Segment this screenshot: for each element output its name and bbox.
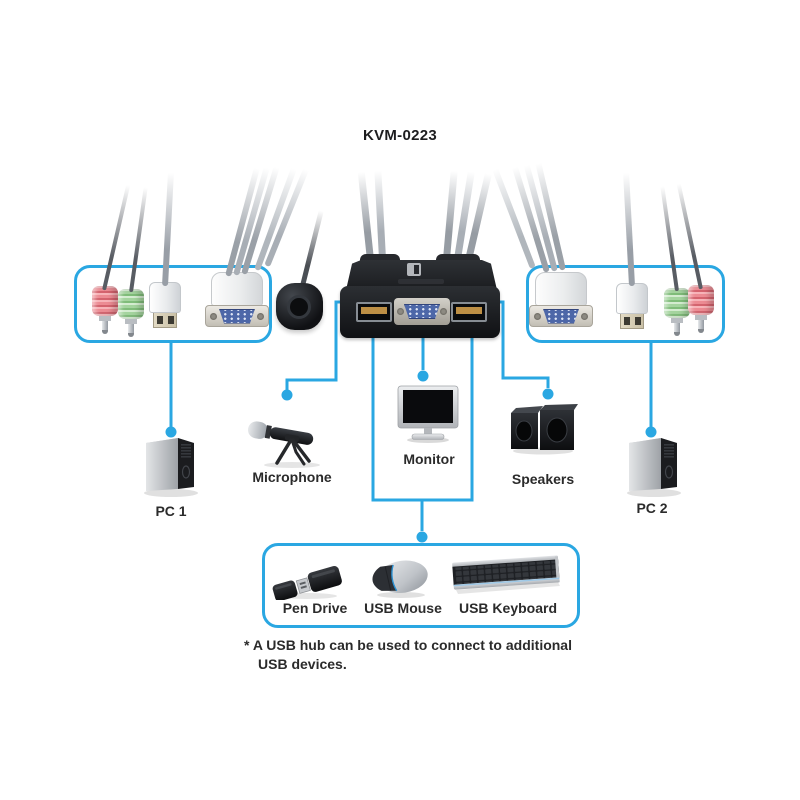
audio-plug-pink-left	[92, 286, 118, 334]
usb-peripherals-box	[262, 543, 580, 628]
speakers-icon	[511, 404, 578, 455]
usb-contact	[623, 317, 630, 325]
footnote-line-2: USB devices.	[258, 656, 347, 672]
usb-keyboard-icon	[452, 555, 560, 594]
usb-plug-left	[149, 282, 181, 328]
usb-contact	[634, 317, 641, 325]
kvm-top-face	[346, 260, 497, 290]
audio-plug-tip	[674, 332, 680, 336]
audio-plug-neck	[695, 315, 707, 320]
monitor-icon	[397, 385, 459, 443]
audio-plug-pin	[698, 320, 704, 329]
vga-plug-left	[205, 272, 269, 328]
dot-usb-peripherals	[416, 531, 428, 543]
usb-plug-metal	[153, 313, 177, 328]
pc2-cable-group-box	[526, 265, 725, 343]
pc2-label: PC 2	[636, 500, 668, 516]
kvm-vga-port	[394, 298, 450, 325]
audio-plug-neck	[671, 318, 683, 323]
usb-contact	[167, 316, 174, 324]
usb-mouse-icon	[372, 560, 428, 598]
usb-contact	[156, 316, 163, 324]
usb-plug-metal	[620, 314, 644, 329]
remote-cable	[299, 206, 325, 291]
audio-plug-green-right	[664, 288, 690, 336]
remote-switch-button	[276, 283, 323, 330]
audio-plug-pin	[102, 321, 108, 330]
vga-screw	[397, 308, 404, 315]
vga-screw	[210, 312, 217, 320]
microphone-icon	[247, 421, 320, 468]
usb-hub-footnote: * A USB hub can be used to connect to ad…	[244, 636, 594, 674]
kvm-cable-1	[357, 168, 374, 261]
monitor-label: Monitor	[403, 451, 455, 467]
pc1-label: PC 1	[155, 503, 187, 519]
pen-drive-icon	[272, 566, 342, 600]
brand-logo-icon	[407, 263, 421, 276]
usb-mouse-label: USB Mouse	[364, 600, 442, 616]
audio-plug-neck	[99, 316, 111, 321]
kvm-usb-port-right	[451, 302, 487, 322]
audio-plug-green-left	[118, 289, 144, 337]
usb-port-tongue	[456, 307, 482, 314]
footnote-line-1: * A USB hub can be used to connect to ad…	[244, 637, 572, 653]
pc1-cable-group-box	[74, 265, 272, 343]
kvm-cable-2	[374, 166, 386, 260]
audio-plug-tip	[698, 329, 704, 333]
audio-plug-tip	[128, 333, 134, 337]
vga-screw	[581, 312, 588, 320]
audio-plug-tip	[102, 330, 108, 334]
audio-plug-pink-right	[688, 285, 714, 333]
pc1-icon	[144, 438, 198, 497]
vga-hood	[535, 272, 587, 306]
kvm-switch	[338, 252, 505, 338]
brand-logo-notch	[414, 265, 419, 274]
vga-plug-right	[529, 272, 593, 328]
audio-plug-pin	[674, 323, 680, 332]
dot-monitor	[417, 370, 429, 382]
audio-plug-neck	[125, 319, 137, 324]
usb-plug-body	[149, 282, 181, 313]
audio-plug-body	[118, 289, 144, 319]
kvm-front-panel	[340, 286, 500, 338]
pc2-icon	[627, 438, 681, 497]
dot-speakers	[542, 388, 554, 400]
audio-plug-body	[688, 285, 714, 315]
audio-plug-body	[92, 286, 118, 316]
vga-screw	[257, 312, 264, 320]
vga-screw	[440, 308, 447, 315]
usb-keyboard-label: USB Keyboard	[458, 600, 558, 616]
audio-plug-body	[664, 288, 690, 318]
vga-flange	[205, 305, 269, 327]
brand-text-strip	[398, 279, 444, 284]
microphone-label: Microphone	[252, 469, 332, 485]
dot-microphone	[281, 389, 293, 401]
vga-dsub-icon	[404, 304, 440, 319]
pen-drive-label: Pen Drive	[282, 600, 348, 616]
remote-button-ring	[287, 295, 311, 319]
vga-dsub-icon	[543, 308, 579, 324]
audio-plug-pin	[128, 324, 134, 333]
diagram-title: KVM-0223	[362, 127, 438, 144]
speakers-label: Speakers	[511, 471, 575, 487]
kvm-usb-port-left	[356, 302, 392, 322]
usb-port-tongue	[361, 307, 387, 314]
